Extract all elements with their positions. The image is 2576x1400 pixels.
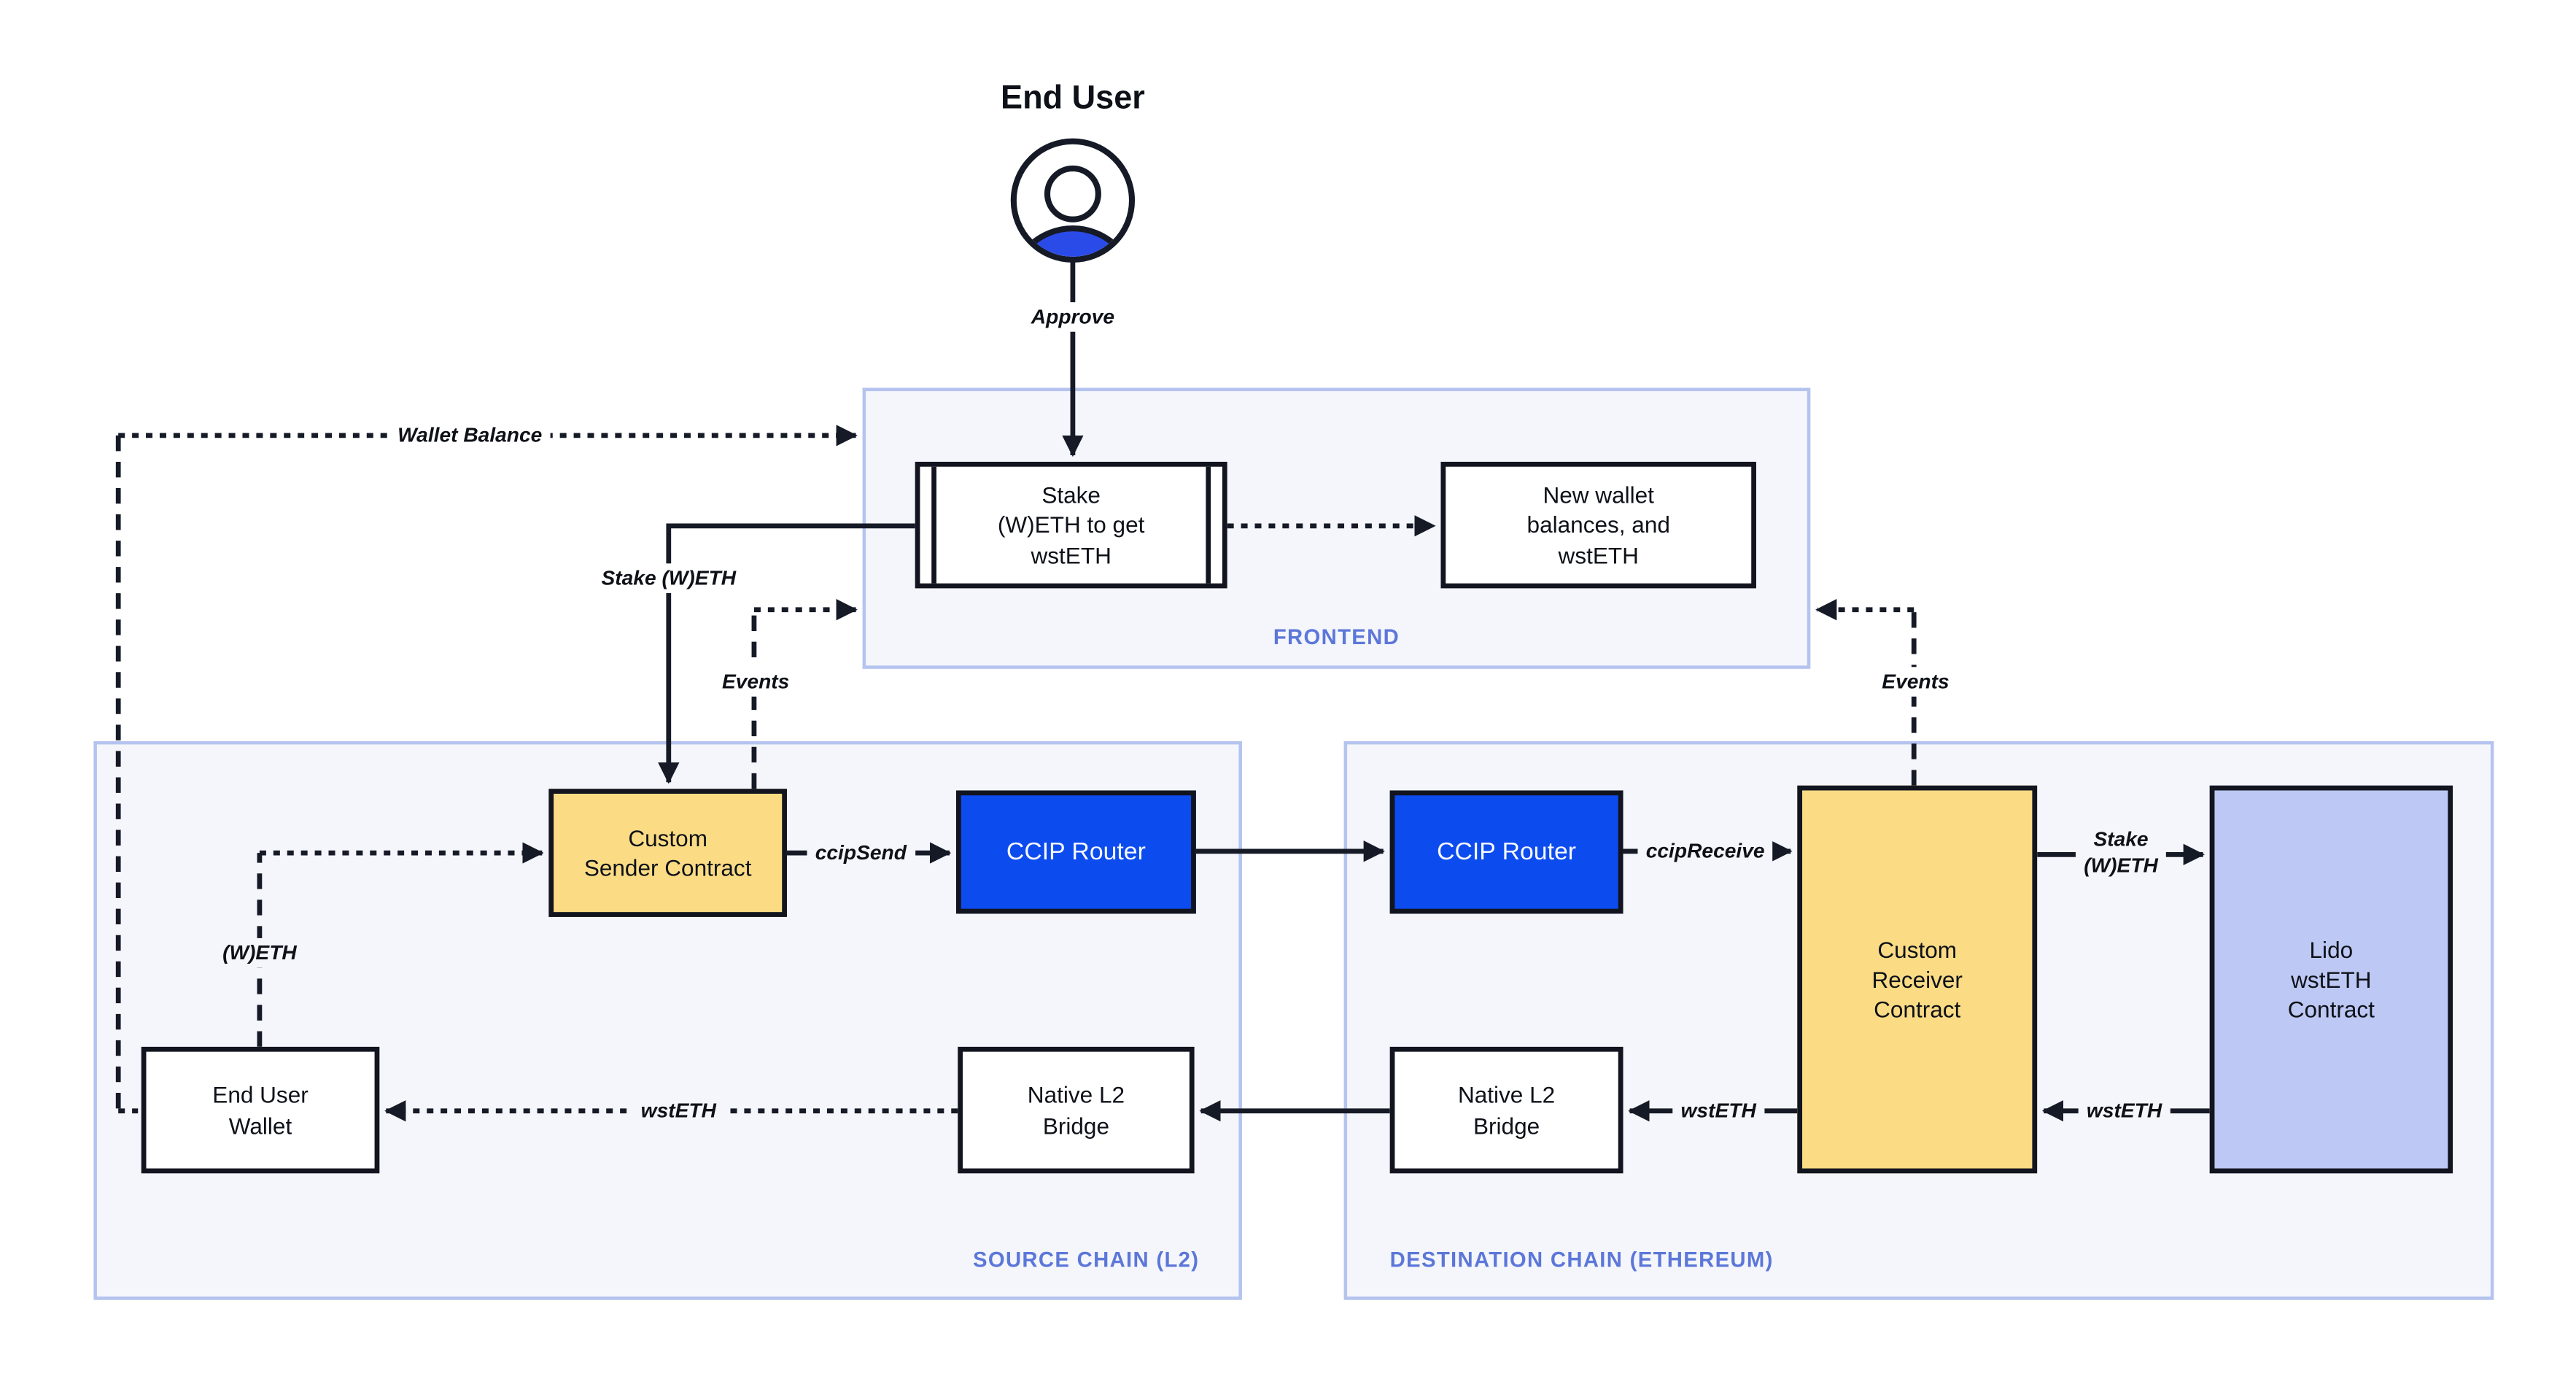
label-stake-weth-lido: Stake (W)ETH [2075,824,2167,881]
subroutine-bar-right [1206,466,1211,584]
label-approve: Approve [1023,302,1123,333]
destination-chain-label: DESTINATION CHAIN (ETHEREUM) [1389,1247,1774,1272]
label-ccipreceive: ccipReceive [1637,836,1773,867]
node-ccip-router-source: CCIP Router [955,790,1196,914]
page-title: End User [1001,80,1145,117]
node-stake-widget: Stake (W)ETH to get wstETH [915,461,1227,589]
label-wsteth-from-lido: wstETH [2078,1096,2170,1126]
node-native-l2-bridge-destination: Native L2 Bridge [1389,1046,1623,1174]
node-new-wallet: New wallet balances, and wstETH [1440,461,1756,589]
label-weth: (W)ETH [214,937,305,969]
node-native-l2-bridge-source: Native L2 Bridge [958,1046,1195,1174]
node-ccip-router-destination: CCIP Router [1389,790,1623,914]
node-custom-receiver: Custom Receiver Contract [1797,785,2038,1174]
label-wsteth-to-wallet: wstETH [632,1096,725,1126]
label-events-right: Events [1874,667,1958,697]
label-events-left: Events [713,667,798,697]
label-wsteth-to-bridge: wstETH [1672,1096,1765,1126]
node-custom-sender: Custom Sender Contract [548,789,787,917]
subroutine-bar-left [931,466,936,584]
node-stake-widget-label: Stake (W)ETH to get wstETH [997,482,1145,568]
node-lido-wsteth: Lido wstETH Contract [2209,785,2453,1174]
frontend-label: FRONTEND [1273,624,1400,649]
source-chain-label: SOURCE CHAIN (L2) [973,1247,1200,1272]
node-end-user-wallet: End User Wallet [141,1046,380,1174]
edge-stake-weth [658,523,915,784]
label-wallet-balance: Wallet Balance [389,420,551,451]
label-stake-weth: Stake (W)ETH [593,563,745,594]
label-ccipsend: ccipSend [807,838,915,868]
person-icon [1010,138,1136,263]
